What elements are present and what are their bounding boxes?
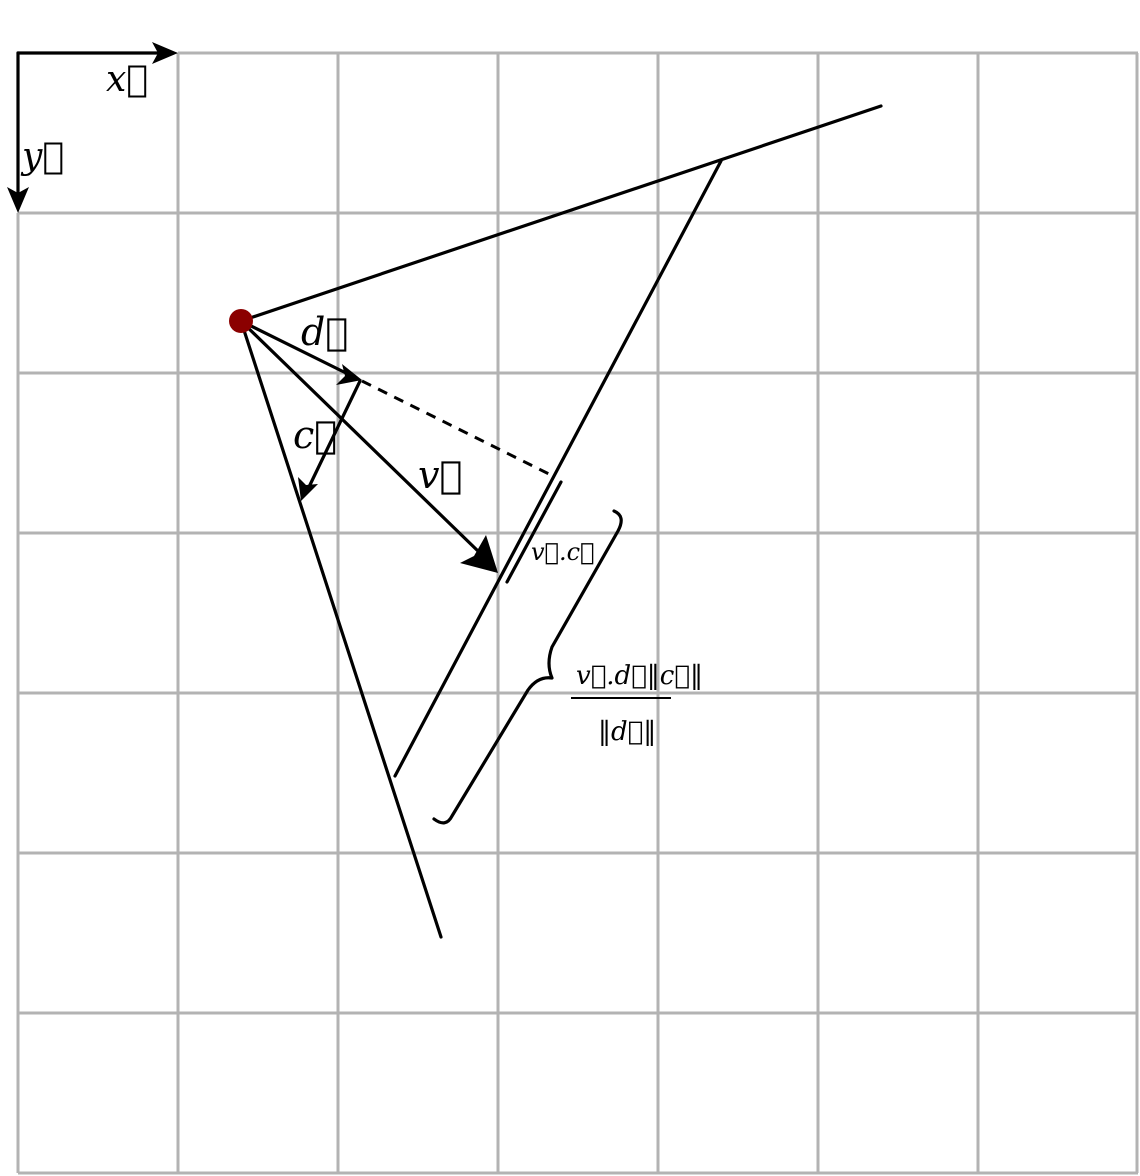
projection-plane-line bbox=[393, 159, 723, 778]
x-axis-arrowhead bbox=[152, 42, 178, 64]
vector-c-label: c⃗ bbox=[293, 413, 337, 457]
vector-v-arrowhead bbox=[460, 535, 498, 573]
y-axis-arrowhead bbox=[7, 187, 29, 213]
projection-label: v⃗.c⃗ bbox=[531, 538, 594, 566]
vector-v-label: v⃗ bbox=[418, 453, 462, 497]
lower-boundary-line bbox=[239, 319, 443, 939]
distance-brace bbox=[432, 509, 623, 825]
x-axis-label: x⃗ bbox=[106, 59, 148, 100]
origin-point bbox=[229, 309, 253, 333]
view-cone bbox=[239, 104, 883, 939]
vector-d-arrowhead bbox=[336, 364, 362, 385]
projection-length-marker bbox=[505, 480, 563, 584]
upper-boundary-line bbox=[239, 104, 883, 323]
vector-c-arrowhead bbox=[298, 477, 318, 501]
vector-d-label: d⃗ bbox=[301, 310, 348, 354]
vector-v bbox=[239, 319, 482, 555]
background-grid bbox=[16, 51, 1139, 1175]
fraction-numerator: v⃗.d⃗‖c⃗‖ bbox=[576, 661, 703, 691]
vector-d bbox=[239, 319, 352, 377]
vectors bbox=[239, 319, 563, 584]
vector-c bbox=[306, 379, 362, 491]
distance-fraction: v⃗.d⃗‖c⃗‖ ‖d⃗‖ bbox=[571, 661, 703, 747]
fraction-denominator: ‖d⃗‖ bbox=[598, 717, 656, 747]
y-axis-label: y⃗ bbox=[20, 136, 64, 177]
coordinate-axes: x⃗ y⃗ bbox=[7, 42, 178, 213]
